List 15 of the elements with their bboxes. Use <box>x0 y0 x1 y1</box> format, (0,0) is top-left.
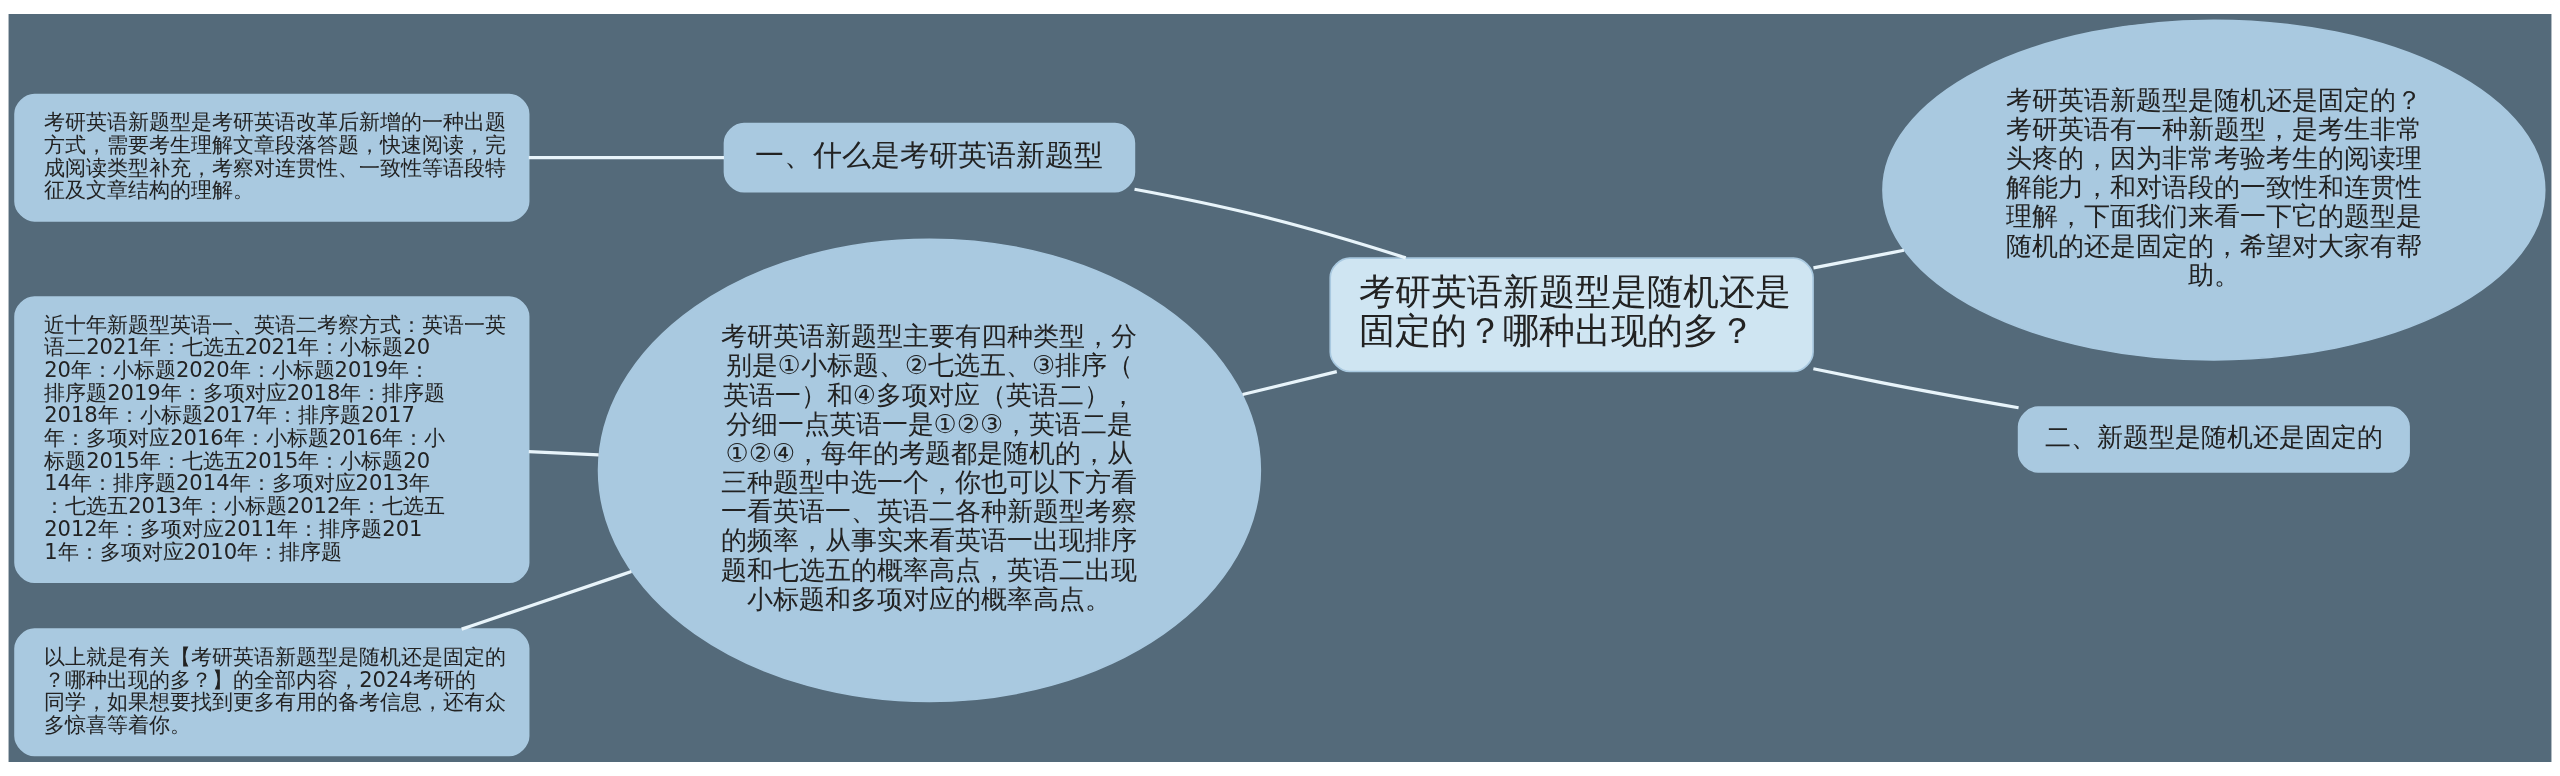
connector <box>1134 187 1407 260</box>
node-ellipse: 考研英语新题型是随机还是固定的？考研英语有一种新题型，是考生非常头疼的，因为非常考验考生的阅读理解能力，和对语段的一致性和连贯性理解，下面我们来看一下它的题型是随机的还是固定的，希望对大家有帮助。 <box>1882 19 2546 361</box>
connector <box>1813 367 2019 410</box>
connector <box>1813 248 1905 270</box>
connector <box>461 570 632 631</box>
node-box: 二、新题型是随机还是固定的 <box>2017 406 2410 473</box>
connector <box>528 156 724 160</box>
node-box: 近十年新题型英语一、英语二考察方式：英语一英语二2021年：七选五2021年：小标题2020年：小标题2020年：小标题2019年：排序题2019年：多项对应2018年：排序题2018年：小标题2017年：排序题2017年：多项对应2016年：小标题2016年：小标题2015年：七选五2015年：小标题2014年：排序题2014年：多项对应2013年：七选五2013年：小标题2012年：七选五2012年：多项对应2011年：排序题2011年：多项对应2010年：排序题 <box>14 296 530 583</box>
node-box: 一、什么是考研英语新题型 <box>723 122 1136 193</box>
node-box: 以上就是有关【考研英语新题型是随机还是固定的？哪种出现的多？】的全部内容，2024考研的同学，如果想要找到更多有用的备考信息，还有众多惊喜等着你。 <box>14 628 530 757</box>
connector <box>1242 370 1338 397</box>
connector <box>528 449 599 457</box>
node-ellipse: 考研英语新题型主要有四种类型，分别是①小标题、②七选五、③排序（英语一）和④多项对应（英语二），分细一点英语一是①②③，英语二是①②④，每年的考题都是随机的，从三种题型中选一个，你也可以下方看一看英语一、英语二各种新题型考察的频率，从事实来看英语一出现排序题和七选五的概率高点，英语二出现小标题和多项对应的概率高点。 <box>597 238 1262 703</box>
node-box: 考研英语新题型是随机还是固定的？哪种出现的多？ <box>1329 257 1814 373</box>
node-box: 考研英语新题型是考研英语改革后新增的一种出题方式，需要考生理解文章段落答题，快速阅读，完成阅读类型补充，考察对连贯性、一致性等语段特征及文章结构的理解。 <box>14 93 530 222</box>
